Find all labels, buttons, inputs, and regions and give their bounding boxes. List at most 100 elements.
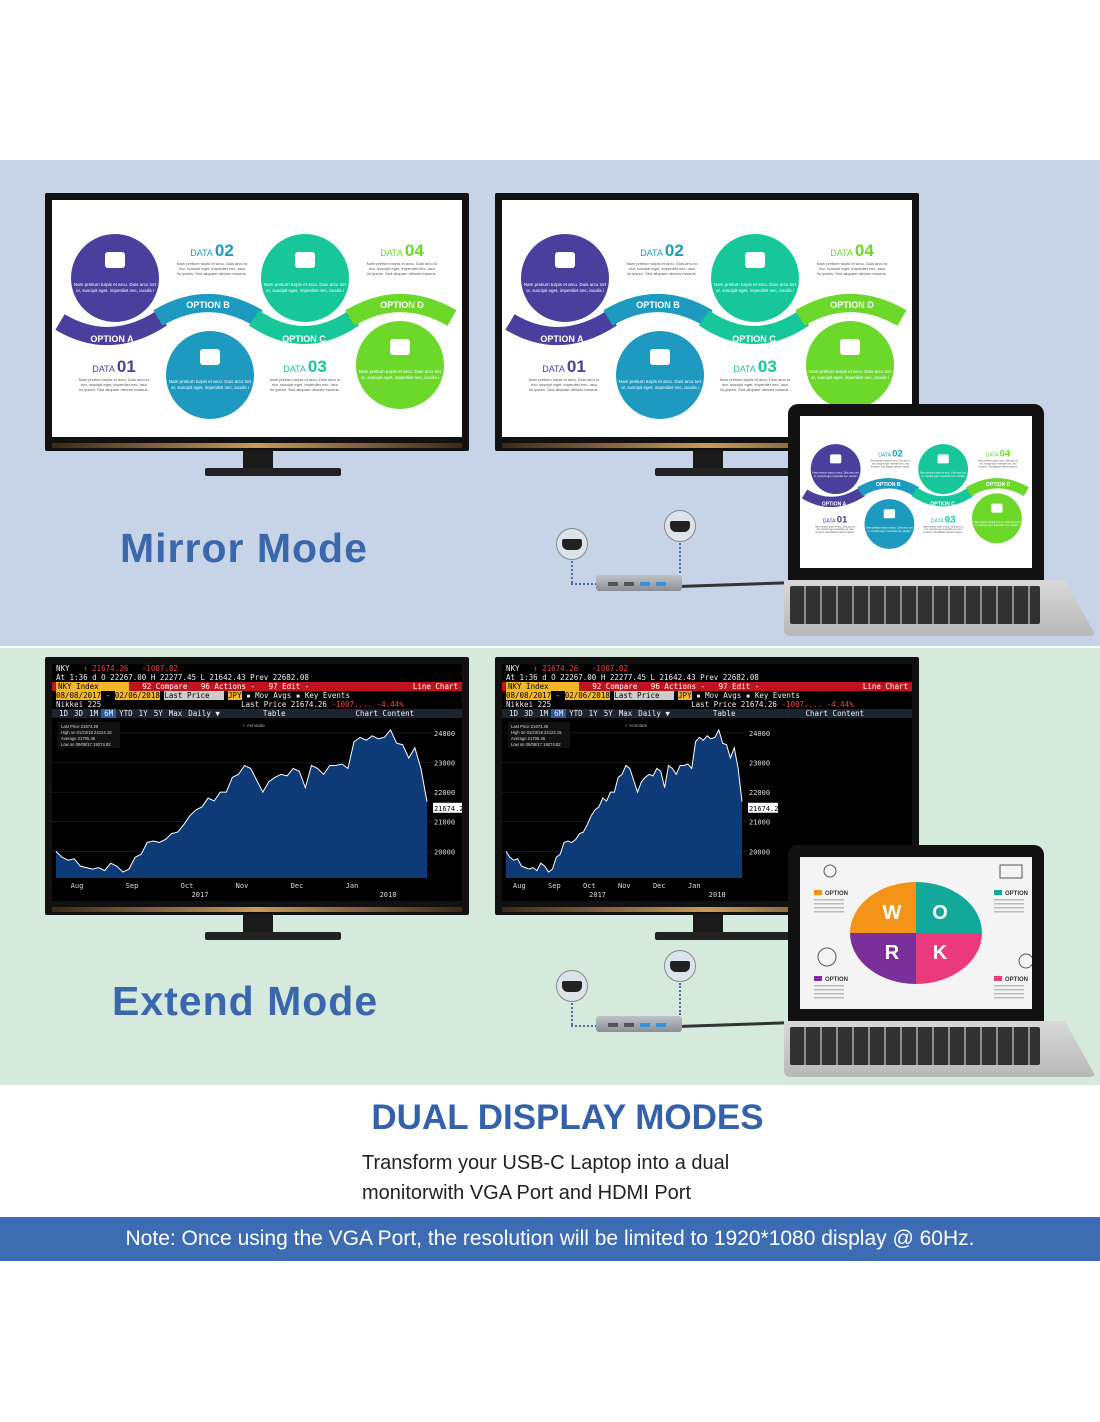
currency-select[interactable]: JPY	[678, 691, 692, 700]
monitor-base	[205, 932, 341, 940]
y-tick-label: 21000	[434, 819, 455, 827]
range-5Y[interactable]: 5Y	[603, 709, 613, 718]
date-to[interactable]: 02/06/2018	[564, 691, 610, 700]
data-text: rtor, suscipit eget, imperdiet nec, iacu	[819, 266, 885, 271]
data-label: DATA 02	[190, 241, 234, 260]
actions-menu[interactable]: 96 Actions -	[200, 682, 256, 691]
line-chart-icon	[840, 339, 860, 355]
work-letter: W	[883, 902, 902, 924]
field-select[interactable]: Last Price	[614, 691, 674, 700]
range-Max[interactable]: Max	[618, 709, 633, 718]
usb-c-hub	[596, 1016, 682, 1032]
legend-box	[508, 722, 570, 748]
y-tick-label: 20000	[749, 848, 770, 856]
edit-menu[interactable]: 97 Edit -	[268, 682, 310, 691]
option-band	[801, 487, 866, 508]
currency-select[interactable]: JPY	[228, 691, 242, 700]
key-events[interactable]: Key Events	[754, 691, 800, 700]
option-band	[698, 310, 810, 344]
mov-avgs[interactable]: Mov Avgs	[705, 691, 742, 700]
edit-menu[interactable]: 97 Edit -	[718, 682, 760, 691]
circle-text: Nam pretium turpis et arcu. Duis arcu to…	[866, 526, 913, 529]
price-line	[55, 728, 428, 873]
chart-type[interactable]: Line Chart	[862, 682, 908, 691]
range-3D[interactable]: 3D	[74, 709, 84, 718]
y-tick-label: 20000	[434, 848, 455, 856]
range-Max[interactable]: Max	[168, 709, 183, 718]
monitor-stand	[243, 450, 273, 472]
y-tick-label: 21000	[749, 819, 770, 827]
range-1Y[interactable]: 1Y	[588, 709, 598, 718]
chart-content-button[interactable]: Chart Content	[805, 709, 865, 718]
circle-text: Nam pretium turpis et arcu. Duis arcu to…	[74, 282, 157, 287]
compare-button[interactable]: 92 Compare	[142, 682, 188, 691]
legend-entry: Average 21705.45	[511, 736, 546, 741]
range-6M[interactable]: 6M	[551, 709, 567, 718]
date-from[interactable]: 08/08/2017	[506, 691, 552, 700]
index-field[interactable]: NKY Index	[506, 682, 579, 691]
range-6M[interactable]: 6M	[101, 709, 117, 718]
option-band	[505, 310, 617, 346]
range-1Y[interactable]: 1Y	[138, 709, 148, 718]
option-label: OPTION A	[540, 334, 584, 344]
chart-type[interactable]: Line Chart	[412, 682, 458, 691]
description-line-2: monitorwith VGA Port and HDMI Port	[362, 1182, 692, 1204]
work-quadrant	[850, 933, 916, 984]
range-Daily[interactable]: Daily ▼	[188, 709, 220, 718]
option-marker	[994, 890, 1002, 895]
option-band	[153, 294, 263, 326]
vga-port-icon	[556, 970, 588, 1002]
table-button[interactable]: Table	[262, 709, 286, 718]
last-price-tag-label: 21674.26	[749, 805, 783, 813]
range-5Y[interactable]: 5Y	[153, 709, 163, 718]
compare-button[interactable]: 92 Compare	[592, 682, 638, 691]
circle-text: or, suscipit eget, imperdiet nec, iaculi…	[621, 385, 699, 390]
data-text: Nam pretium turpis et arcu. Duis arcu to	[529, 377, 600, 382]
circle-text: Nam pretium turpis et arcu. Duis arcu to…	[359, 369, 442, 374]
date-from[interactable]: 08/08/2017	[56, 691, 102, 700]
circle-text: Nam pretium turpis et arcu. Duis arcu to…	[524, 282, 607, 287]
actions-menu[interactable]: 96 Actions -	[650, 682, 706, 691]
circle-text: or, suscipit eget, imperdiet nec, iaculi…	[266, 288, 344, 293]
mov-avgs[interactable]: Mov Avgs	[255, 691, 292, 700]
data-text: Nam pretium turpis et arcu. Duis arcu to	[817, 261, 888, 266]
option-circle	[356, 321, 444, 409]
last-price-label: Last Price 21674.26	[691, 700, 777, 709]
clock-icon	[817, 947, 837, 967]
range-YTD[interactable]: YTD	[119, 709, 133, 718]
option-marker	[814, 976, 822, 981]
data-text: lis ipsum. Sed aliquam ultrices maurus.	[720, 387, 789, 392]
range-YTD[interactable]: YTD	[569, 709, 583, 718]
data-text: Nam pretium turpis et arcu. Duis arcu to	[270, 377, 341, 382]
option-label: OPTION	[825, 891, 848, 897]
x-tick-label: Sep	[126, 882, 139, 890]
legend-entry: Last Price 21674.26	[511, 724, 549, 729]
data-text: lis ipsum. Sed aliquam ultrices maurus.	[367, 271, 436, 276]
hdmi-port-icon	[664, 950, 696, 982]
chart-content-button[interactable]: Chart Content	[355, 709, 415, 718]
date-to[interactable]: 02/06/2018	[114, 691, 160, 700]
range-1D[interactable]: 1D	[59, 709, 69, 718]
option-circle	[71, 234, 159, 322]
data-text: lis ipsum. Sed aliquam ultrices maurus.	[270, 387, 339, 392]
range-3D[interactable]: 3D	[524, 709, 534, 718]
table-button[interactable]: Table	[712, 709, 736, 718]
data-text: Nam pretium turpis et arcu. Duis arcu to	[367, 261, 438, 266]
data-text: rtor, suscipit eget, imperdiet nec, iacu	[369, 266, 435, 271]
option-band	[345, 294, 457, 326]
range-1M[interactable]: 1M	[89, 709, 99, 718]
usb-c-cable	[681, 581, 793, 588]
range-Daily[interactable]: Daily ▼	[638, 709, 670, 718]
key-events[interactable]: Key Events	[304, 691, 350, 700]
circle-text: Nam pretium turpis et arcu. Duis arcu to…	[264, 282, 347, 287]
index-field[interactable]: NKY Index	[56, 682, 129, 691]
field-select[interactable]: Last Price	[164, 691, 224, 700]
option-band	[248, 310, 360, 344]
range-1D[interactable]: 1D	[509, 709, 519, 718]
range-1M[interactable]: 1M	[539, 709, 549, 718]
legend-entry: Low on 09/08/17 19274.82	[61, 742, 111, 747]
